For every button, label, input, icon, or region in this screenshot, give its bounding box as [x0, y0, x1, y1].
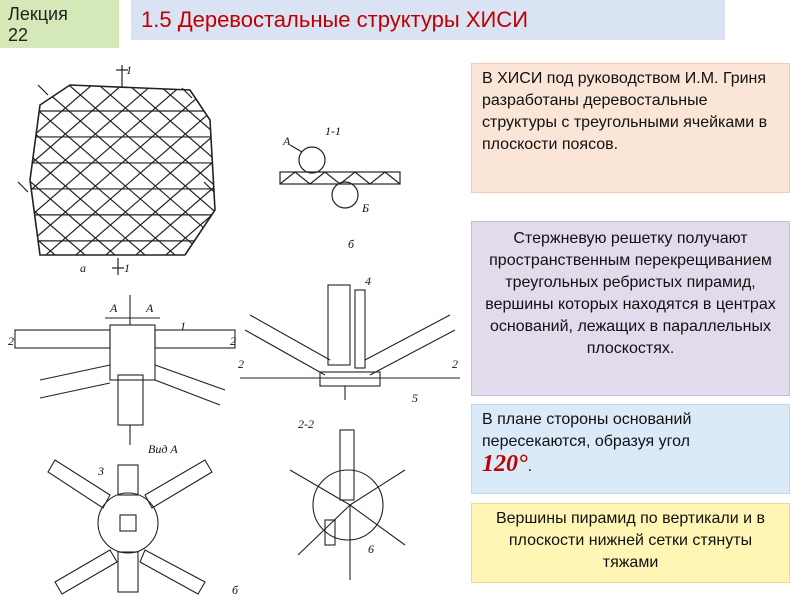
- angle-period: .: [527, 458, 533, 475]
- grid-line: [30, 85, 212, 255]
- grid-line: [159, 85, 215, 255]
- lecture-tag: Лекция 22: [0, 0, 119, 48]
- section-1-1: [279, 144, 401, 209]
- grid-line: [30, 85, 62, 255]
- section-2-2-label: 2-2: [298, 417, 314, 431]
- number-1: 1: [180, 319, 186, 333]
- grid-line: [189, 85, 215, 255]
- engineering-drawing: 1 1 а 1-1 А Б А А 1 2 2 б 4: [8, 60, 465, 597]
- cut-2-mid-left: 2: [238, 357, 244, 371]
- slide-title: 1.5 Деревостальные структуры ХИСИ: [141, 7, 529, 32]
- info-box-ties-text: Вершины пирамид по вертикали и в плоскос…: [495, 510, 766, 571]
- grid-line: [250, 60, 465, 260]
- grid-line: [30, 85, 62, 255]
- grid-line: [30, 85, 92, 255]
- grid-line: [189, 85, 215, 255]
- section-2-2-star: [289, 429, 406, 580]
- grid-line: [30, 85, 32, 255]
- info-box-ties: Вершины пирамид по вертикали и в плоскос…: [471, 503, 790, 583]
- slide-title-bar: 1.5 Деревостальные структуры ХИСИ: [131, 0, 725, 40]
- info-box-structures: В ХИСИ под руководством И.М. Гриня разра…: [471, 63, 790, 193]
- info-box-angle-text: В плане стороны оснований пересекаются, …: [482, 411, 692, 450]
- number-4: 4: [365, 274, 371, 288]
- triangular-grid-plan: [17, 60, 465, 275]
- sub-label-b-bottom: б: [232, 583, 239, 597]
- cut-label-top: 1: [126, 63, 132, 77]
- number-3: 3: [97, 464, 104, 478]
- grid-line: [220, 60, 451, 260]
- angle-value: 120°: [482, 451, 528, 477]
- grid-line: [30, 85, 182, 255]
- node-a-label: А: [282, 134, 291, 148]
- sub-label-b: б: [348, 237, 355, 251]
- grid-line: [30, 85, 122, 255]
- grid-line: [250, 60, 465, 260]
- view-a-label: Вид А: [148, 442, 178, 456]
- section-1-1-label: 1-1: [325, 124, 341, 138]
- grid-line: [220, 60, 451, 260]
- grid-line: [30, 85, 32, 255]
- lecture-label: Лекция: [8, 4, 68, 24]
- sub-label-a: а: [80, 261, 86, 275]
- node-elevation-left: [14, 295, 236, 445]
- node-elevation-right: [240, 284, 460, 400]
- grid-line: [30, 85, 122, 255]
- grid-line: [39, 85, 215, 255]
- lecture-number: 22: [8, 25, 29, 45]
- grid-line: [99, 85, 215, 255]
- node-b-label: Б: [361, 201, 369, 215]
- node-a-arrow-left: А: [109, 301, 118, 315]
- grid-line: [129, 85, 215, 255]
- grid-line: [69, 85, 215, 255]
- cut-label-bottom: 1: [124, 261, 130, 275]
- info-box-lattice: Стержневую решетку получают пространстве…: [471, 221, 790, 396]
- view-a-star: [47, 459, 213, 595]
- grid-line: [129, 85, 215, 255]
- number-5: 5: [412, 391, 418, 405]
- grid-line: [99, 85, 215, 255]
- cut-2-left: 2: [8, 334, 14, 348]
- info-box-lattice-text: Стержневую решетку получают пространстве…: [485, 230, 776, 357]
- grid-line: [30, 85, 152, 255]
- number-6: 6: [368, 542, 374, 556]
- info-box-structures-text: В ХИСИ под руководством И.М. Гриня разра…: [482, 70, 768, 153]
- node-a-arrow-right: А: [145, 301, 154, 315]
- info-box-angle: В плане стороны оснований пересекаются, …: [471, 404, 790, 494]
- cut-2-right: 2: [230, 334, 236, 348]
- cut-2-mid-right: 2: [452, 357, 458, 371]
- grid-line: [30, 85, 182, 255]
